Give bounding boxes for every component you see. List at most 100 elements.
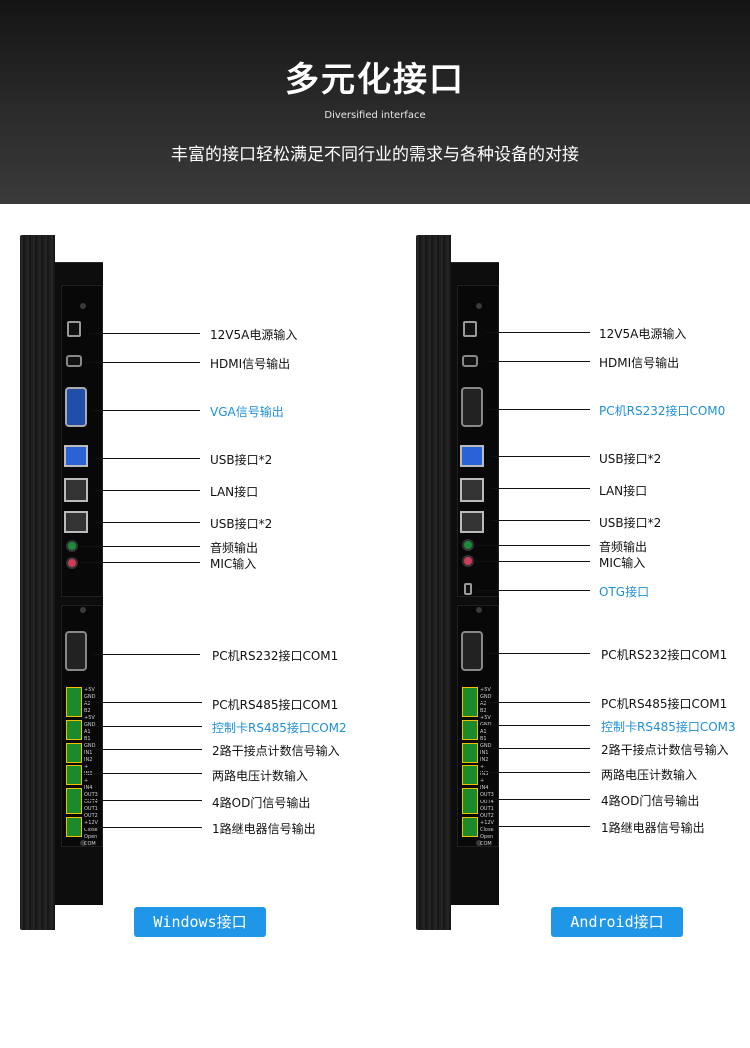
terminal-block — [462, 743, 478, 763]
terminal-block — [462, 765, 478, 785]
lan-port — [460, 478, 484, 502]
page-subtitle: Diversified interface — [324, 110, 426, 121]
win-label-hdmi: HDMI信号输出 — [210, 357, 291, 371]
terminal-block — [66, 743, 82, 763]
windows-interface-tag: Windows接口 — [134, 907, 266, 937]
android-device-image: +5VGNDA2B2+5VGNDA1B1GNDIN1IN2+IN3+IN4OUT… — [416, 235, 506, 930]
callout-line — [480, 826, 590, 827]
callout-line — [490, 456, 590, 457]
and-label-rs232-com1: PC机RS232接口COM1 — [601, 648, 728, 662]
callout-line — [84, 773, 202, 774]
audio-jack — [462, 539, 474, 551]
screw-icon — [80, 840, 86, 846]
callout-line — [84, 800, 202, 801]
and-label-power: 12V5A电源输入 — [599, 327, 687, 341]
mic-jack — [66, 557, 78, 569]
callout-line — [476, 545, 590, 546]
callout-line — [84, 827, 202, 828]
screw-icon — [80, 303, 86, 309]
callout-line — [90, 333, 200, 334]
and-label-rs232-com0: PC机RS232接口COM0 — [599, 404, 726, 418]
win-label-power: 12V5A电源输入 — [210, 328, 298, 342]
terminal-pin-labels: +5VGNDA2B2+5VGNDA1B1GNDIN1IN2+IN3+IN4OUT… — [480, 687, 494, 847]
terminal-block — [66, 687, 82, 717]
and-label-mic: MIC输入 — [599, 556, 646, 570]
lan-port — [64, 478, 88, 502]
callout-line — [488, 409, 590, 410]
screw-icon — [476, 607, 482, 613]
terminal-block — [66, 817, 82, 837]
terminal-block — [462, 687, 478, 717]
callout-line — [480, 748, 590, 749]
usb3-port — [64, 445, 88, 467]
win-label-voltage-count: 两路电压计数输入 — [212, 769, 309, 783]
terminal-block — [462, 720, 478, 740]
win-label-relay: 1路继电器信号输出 — [212, 822, 316, 836]
callout-line — [486, 332, 590, 333]
callout-line — [488, 653, 590, 654]
callout-line — [80, 546, 200, 547]
db9-com0-port — [461, 387, 483, 427]
win-label-lan: LAN接口 — [210, 485, 259, 499]
mic-jack — [462, 555, 474, 567]
screw-icon — [80, 607, 86, 613]
and-label-od-output: 4路OD门信号输出 — [601, 794, 700, 808]
usb3-port — [460, 445, 484, 467]
win-label-rs485-com2: 控制卡RS485接口COM2 — [212, 721, 347, 735]
callout-line — [94, 490, 200, 491]
and-label-usb-bottom: USB接口*2 — [599, 516, 662, 530]
and-label-hdmi: HDMI信号输出 — [599, 356, 680, 370]
vga-port — [65, 387, 87, 427]
page-title: 多元化接口 — [285, 60, 465, 100]
terminal-block — [462, 817, 478, 837]
win-label-rs485-com1: PC机RS485接口COM1 — [212, 698, 339, 712]
callout-line — [476, 590, 590, 591]
usb2-port — [460, 511, 484, 533]
hdmi-port — [66, 355, 82, 367]
terminal-block — [66, 720, 82, 740]
callout-line — [80, 562, 200, 563]
win-label-audio: 音频输出 — [210, 541, 259, 555]
win-label-od-output: 4路OD门信号输出 — [212, 796, 311, 810]
db9-com1-port — [65, 631, 87, 671]
usb2-port — [64, 511, 88, 533]
device-bezel — [416, 235, 451, 930]
callout-line — [84, 726, 202, 727]
callout-line — [480, 799, 590, 800]
win-label-usb-bottom: USB接口*2 — [210, 517, 273, 531]
header-banner: 多元化接口 Diversified interface 丰富的接口轻松满足不同行… — [0, 0, 750, 204]
callout-line — [476, 561, 590, 562]
callout-line — [490, 520, 590, 521]
callout-line — [90, 362, 200, 363]
win-label-usb-top: USB接口*2 — [210, 453, 273, 467]
and-label-rs485-com1: PC机RS485接口COM1 — [601, 697, 728, 711]
dc-power-port — [463, 321, 477, 337]
db9-com1-port — [461, 631, 483, 671]
terminal-block — [66, 765, 82, 785]
and-label-rs485-com3: 控制卡RS485接口COM3 — [601, 720, 736, 734]
screw-icon — [476, 840, 482, 846]
callout-line — [94, 522, 200, 523]
page-tagline: 丰富的接口轻松满足不同行业的需求与各种设备的对接 — [171, 145, 579, 165]
otg-port — [464, 583, 472, 595]
win-label-vga: VGA信号输出 — [210, 405, 284, 419]
win-label-rs232-com1: PC机RS232接口COM1 — [212, 649, 339, 663]
hdmi-port — [462, 355, 478, 367]
and-label-voltage-count: 两路电压计数输入 — [601, 768, 698, 782]
callout-line — [480, 702, 590, 703]
and-label-dry-contact: 2路干接点计数信号输入 — [601, 743, 729, 757]
and-label-otg: OTG接口 — [599, 585, 650, 599]
and-label-audio: 音频输出 — [599, 540, 648, 554]
callout-line — [480, 772, 590, 773]
win-label-dry-contact: 2路干接点计数信号输入 — [212, 744, 340, 758]
win-label-mic: MIC输入 — [210, 557, 257, 571]
and-label-lan: LAN接口 — [599, 484, 648, 498]
callout-line — [486, 361, 590, 362]
and-label-relay: 1路继电器信号输出 — [601, 821, 705, 835]
callout-line — [84, 749, 202, 750]
dc-power-port — [67, 321, 81, 337]
screw-icon — [476, 303, 482, 309]
terminal-block — [462, 788, 478, 814]
